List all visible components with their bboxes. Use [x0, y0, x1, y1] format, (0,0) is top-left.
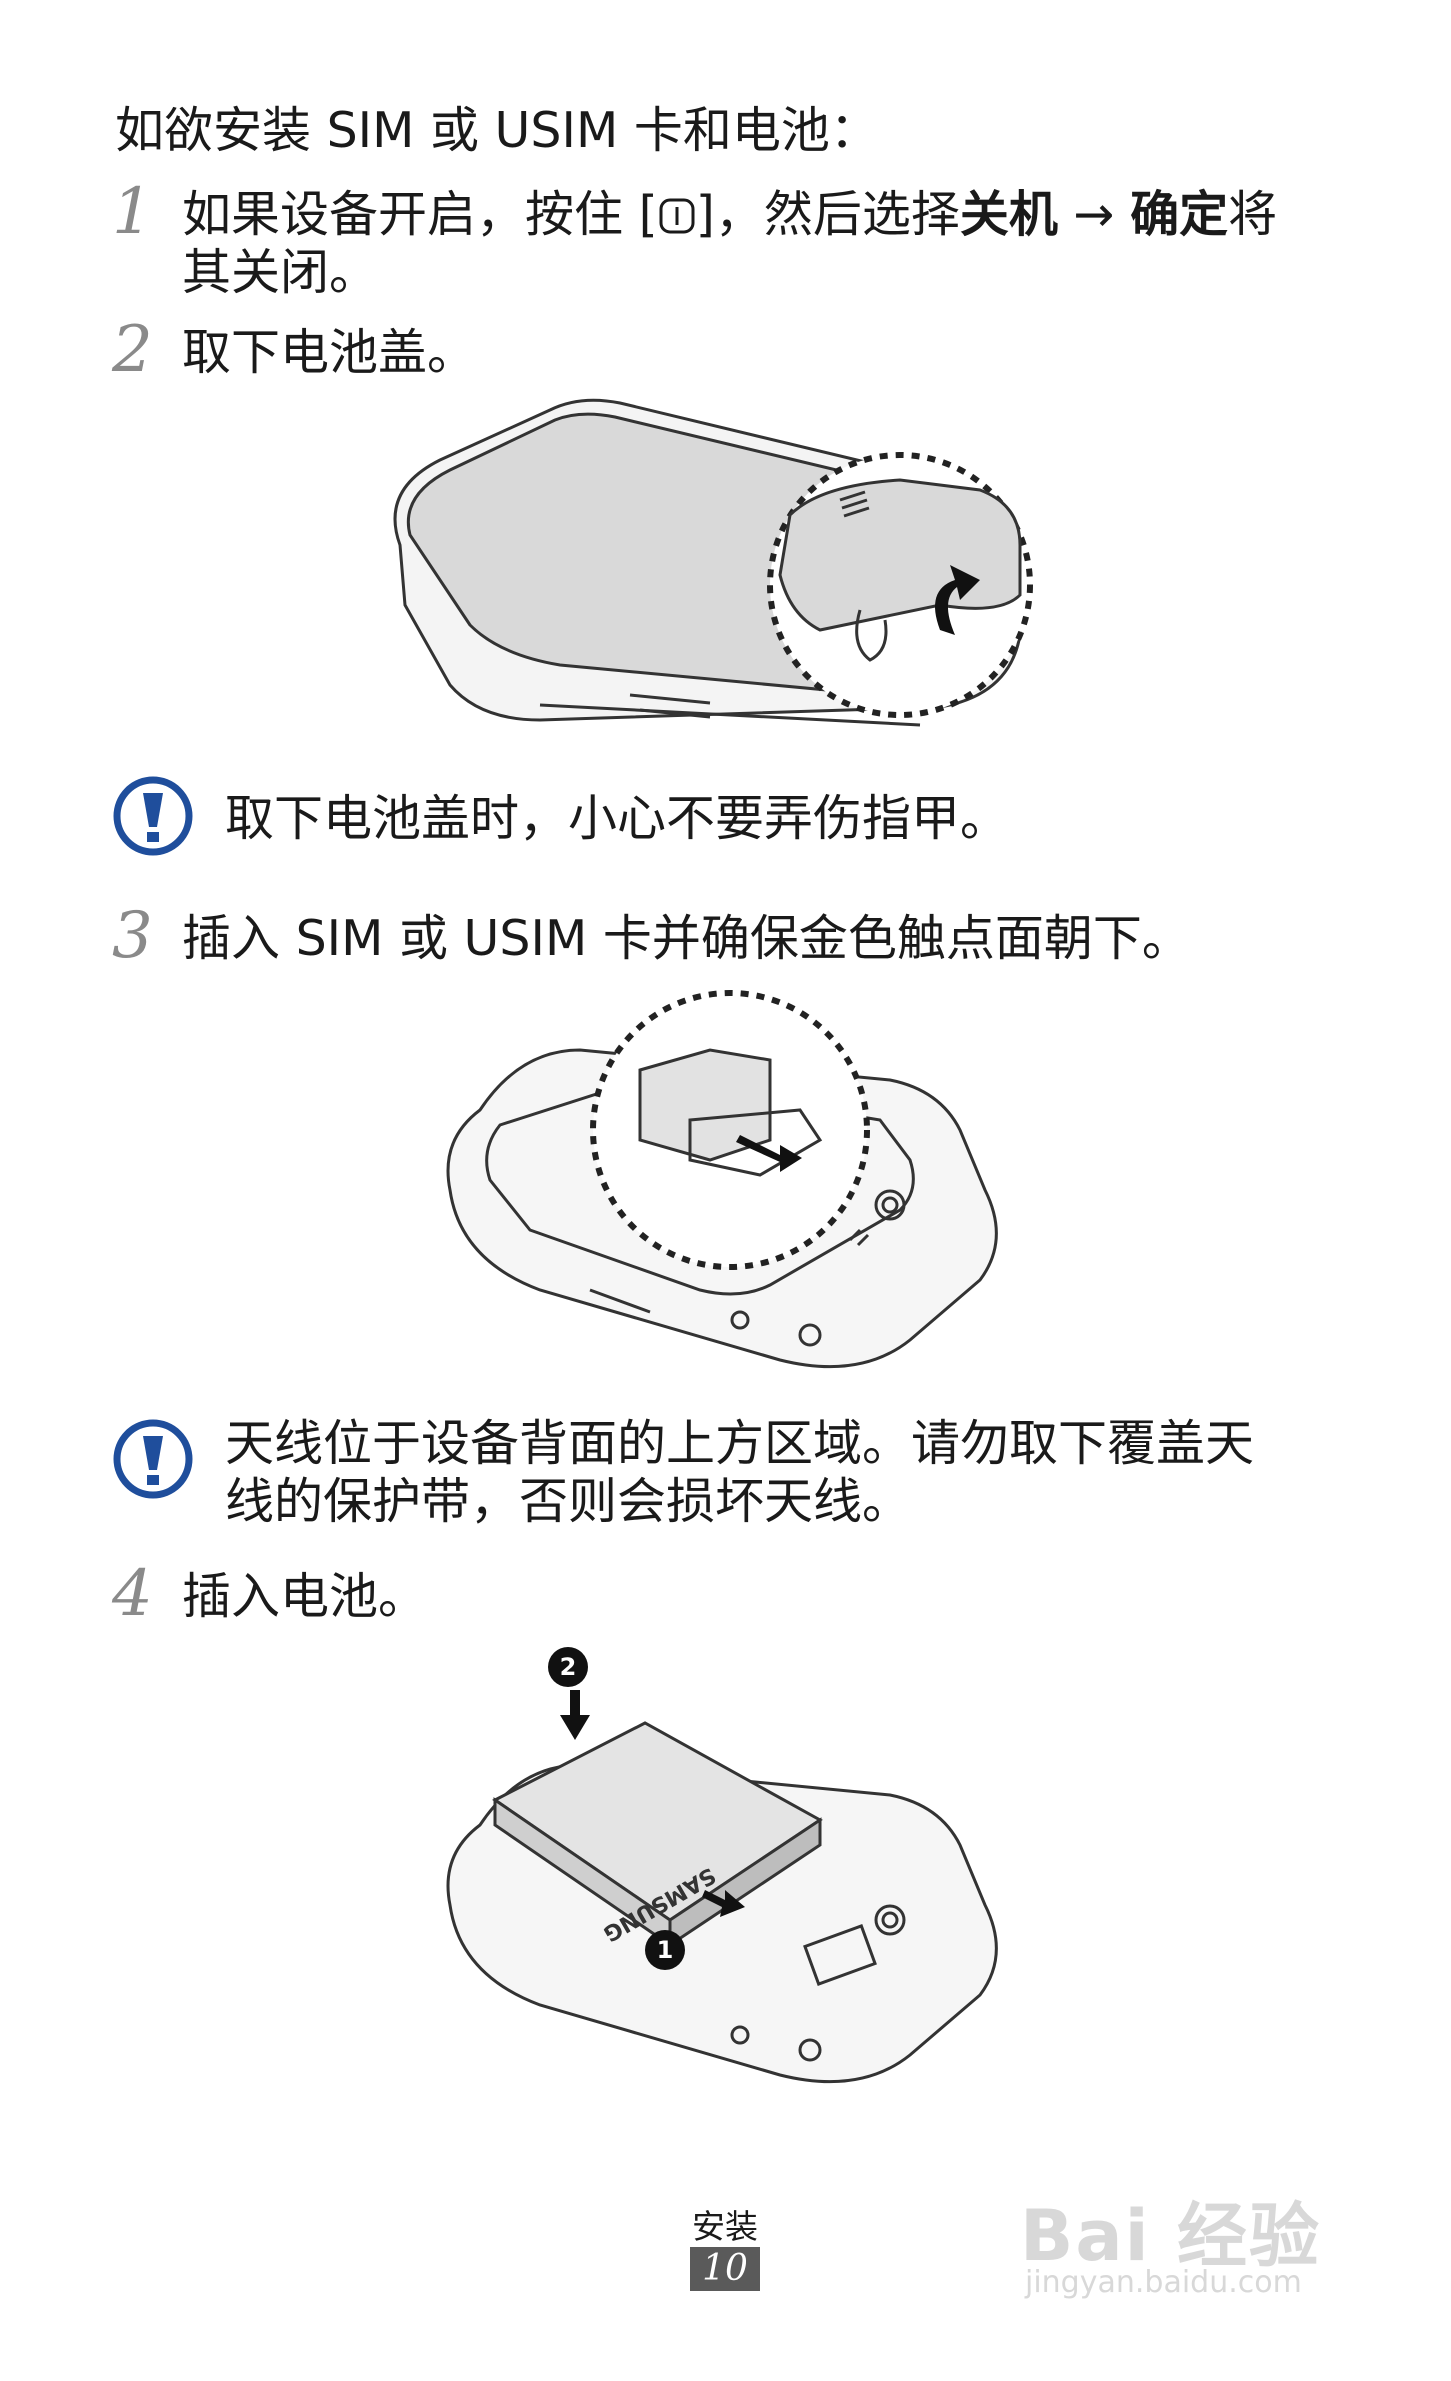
warning-1-text: 取下电池盖时，小心不要弄伤指甲。	[225, 790, 1010, 847]
warning-2-text: 天线位于设备背面的上方区域。请勿取下覆盖天 线的保护带，否则会损坏天线。	[225, 1415, 1254, 1531]
step-1-text-c: 将	[1228, 186, 1278, 243]
page-number: 10	[690, 2247, 760, 2291]
warning-icon	[112, 775, 194, 857]
step-3-number: 3	[112, 899, 153, 973]
step-2-text: 取下电池盖。	[182, 324, 477, 381]
confirm-option: 确定	[1130, 186, 1229, 243]
step-1-line2: 其关闭。	[182, 244, 379, 301]
intro-text: 如欲安装 SIM 或 USIM 卡和电池：	[115, 102, 879, 159]
battery-insertion-illustration: SAMSUNG 2 1	[446, 1647, 998, 2084]
callout-1-label: 1	[657, 1936, 674, 1964]
power-off-option: 关机	[959, 186, 1058, 243]
step-1-text-a: 如果设备开启，按住 [	[182, 186, 658, 243]
sim-card-insertion-illustration	[446, 990, 998, 1369]
callout-2-label: 2	[560, 1653, 577, 1681]
step-4-number: 4	[112, 1557, 153, 1631]
battery-cover-removal-illustration	[393, 398, 1033, 727]
watermark-logo: Bai 经验	[1020, 2195, 1321, 2277]
step-1-text-b: ]，然后选择	[695, 186, 960, 243]
footer-section-label: 安装	[692, 2207, 758, 2246]
warning-2-line1: 天线位于设备背面的上方区域。请勿取下覆盖天	[225, 1415, 1255, 1472]
arrow-separator: →	[1057, 186, 1131, 243]
step-1-text: 如果设备开启，按住 [ ]，然后选择关机 → 确定将 其关闭。	[182, 186, 1382, 302]
warning-icon	[112, 1418, 194, 1500]
power-icon	[658, 190, 696, 234]
warning-2-line2: 线的保护带，否则会损坏天线。	[225, 1473, 912, 1530]
watermark-url: jingyan.baidu.com	[1025, 2265, 1302, 2300]
step-3-text: 插入 SIM 或 USIM 卡并确保金色触点面朝下。	[182, 910, 1191, 967]
step-4-text: 插入电池。	[182, 1568, 428, 1625]
step-1-number: 1	[112, 175, 153, 249]
step-2-number: 2	[112, 313, 153, 387]
